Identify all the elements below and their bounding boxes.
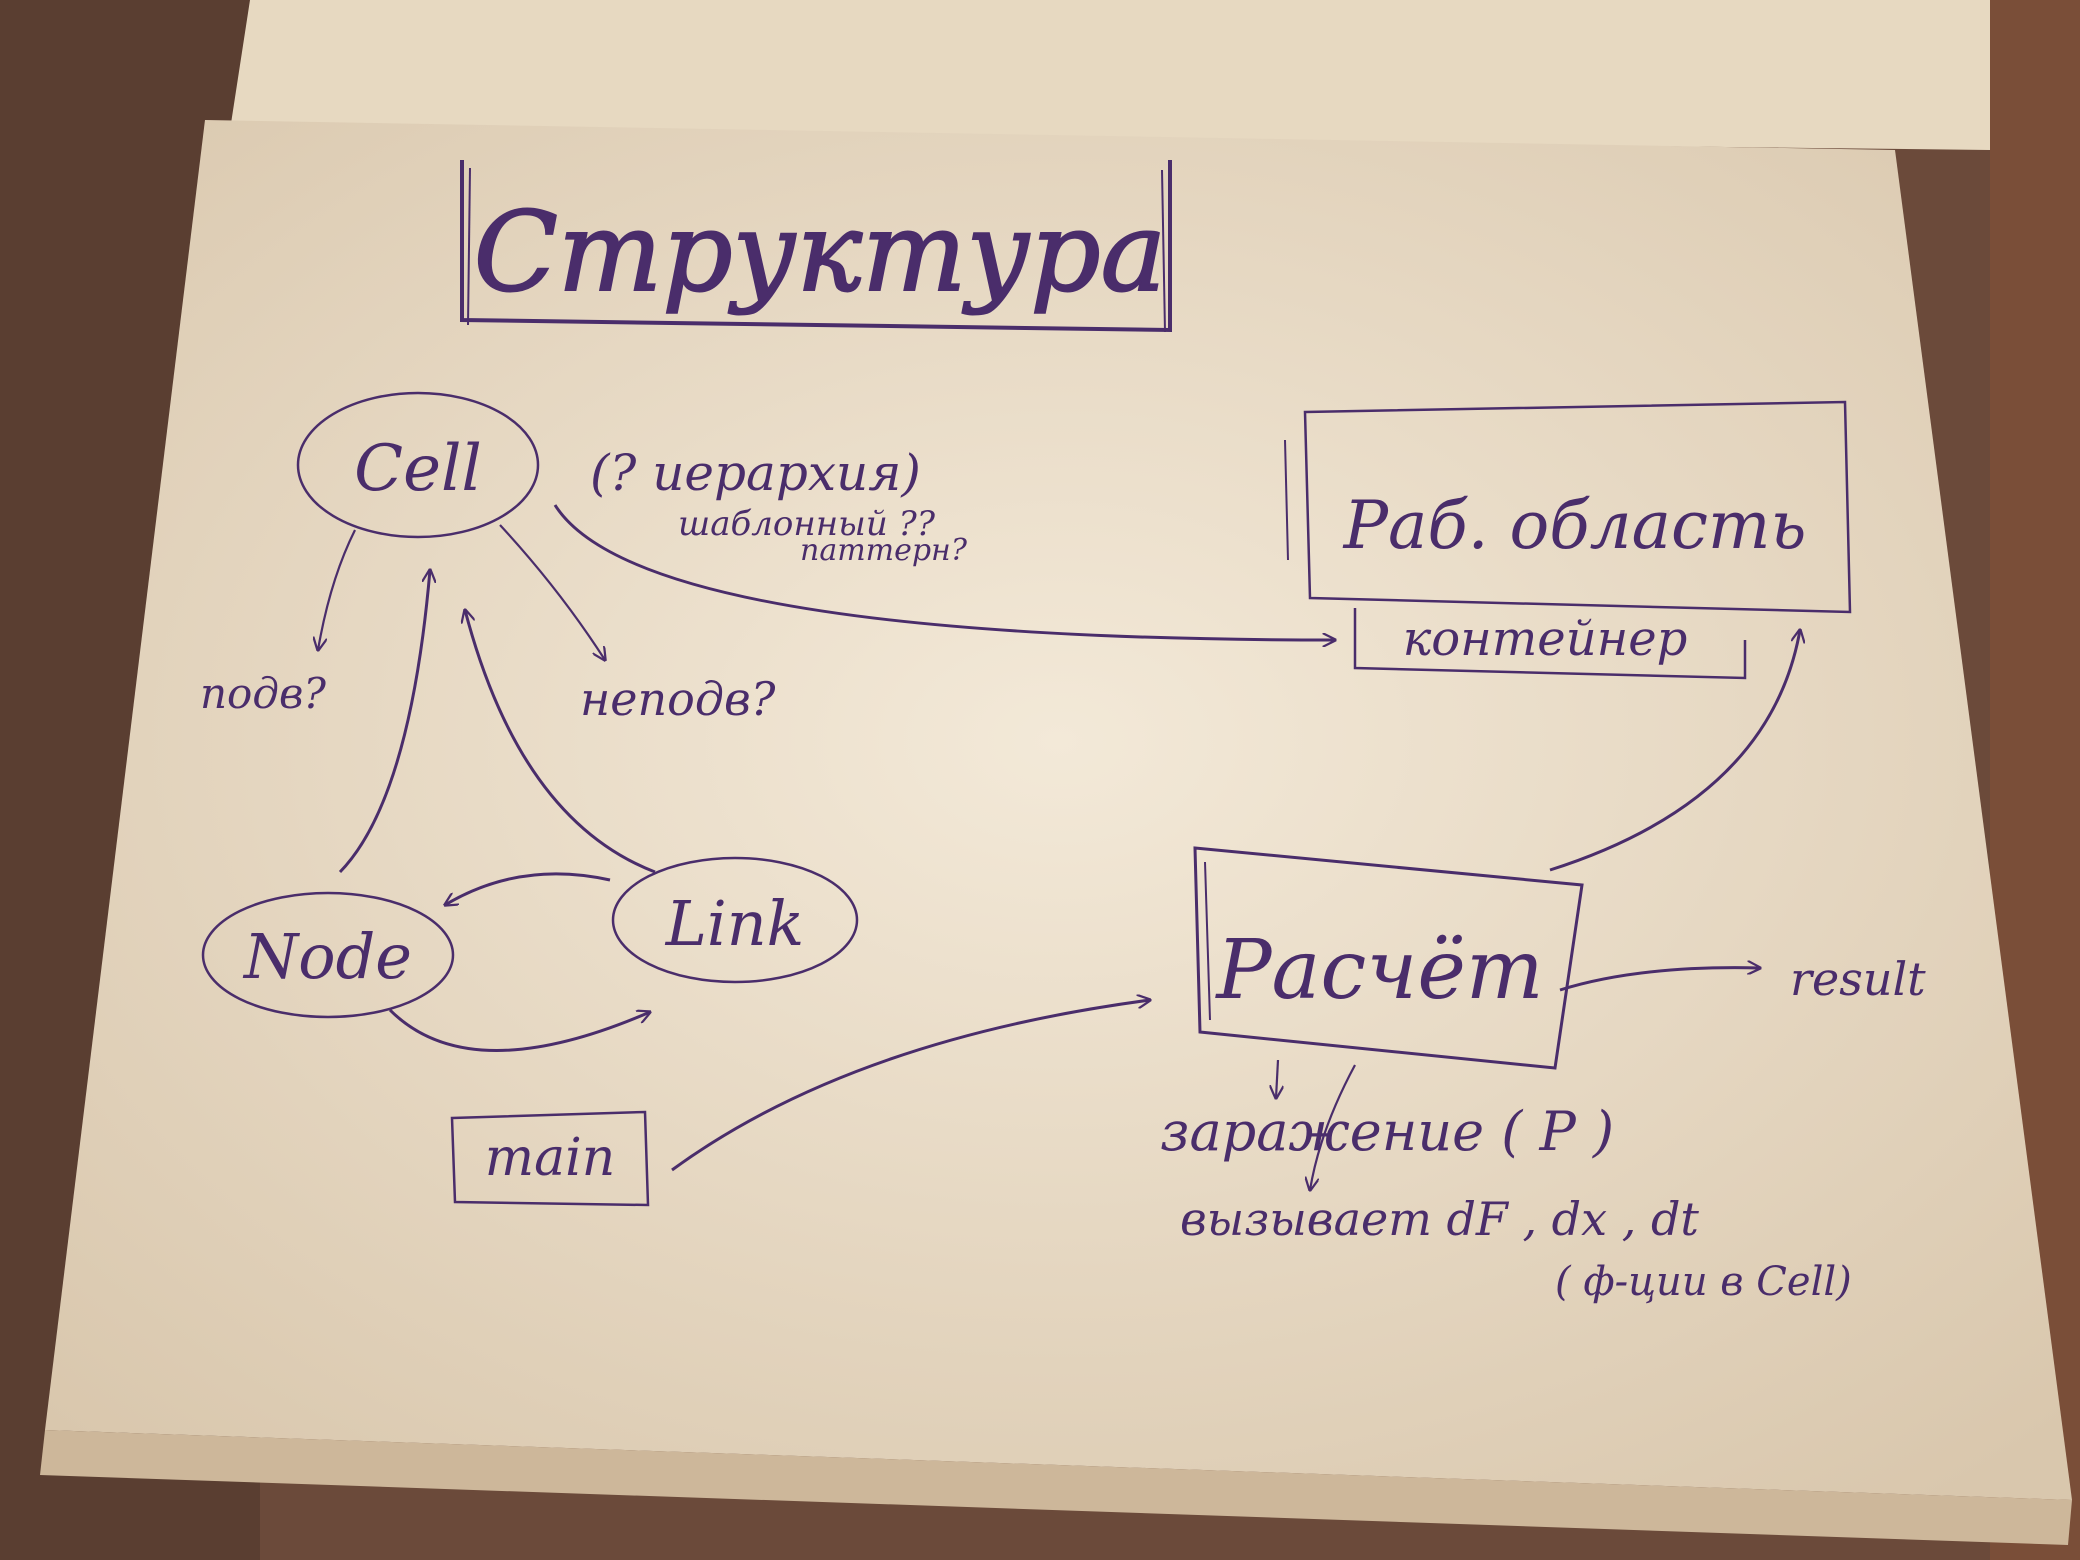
movable-label: подв? (200, 669, 326, 718)
link-node: Link (611, 856, 859, 984)
title-box: Структура (460, 160, 1172, 333)
hierarchy-note: (? иерархия) (590, 444, 921, 502)
infection-label: заражение ( P ) (1160, 1100, 1614, 1163)
container-box: контейнер (1353, 608, 1747, 680)
arrow-cell-to-immovable (499, 524, 605, 660)
result-label: result (1790, 952, 1926, 1006)
work-area-box: Раб. область (1284, 400, 1852, 614)
link-label: Link (665, 887, 805, 960)
arrow-calc-to-result (1559, 968, 1760, 992)
node-label: Node (242, 920, 412, 993)
calc-label: Расчёт (1214, 923, 1543, 1018)
main-box: main (450, 1110, 650, 1207)
main-label: main (485, 1128, 615, 1188)
paper-bottom-edge (40, 1430, 2072, 1545)
arrow-link-to-node (445, 872, 611, 905)
arrow-cell-to-movable (318, 529, 356, 650)
arrow-calc-to-work-area (1549, 630, 1800, 872)
cell-label: Cell (354, 432, 482, 506)
work-area-label: Раб. область (1343, 487, 1807, 564)
arrow-calc-to-calls (1310, 1064, 1356, 1190)
arrow-cell-to-container (553, 504, 1335, 640)
pattern-note-1: шаблонный ?? (678, 504, 936, 544)
arrow-link-to-cell (465, 610, 656, 874)
container-label: контейнер (1403, 611, 1688, 667)
arrow-main-to-calc (671, 1000, 1150, 1172)
calc-box: Расчёт (1193, 846, 1584, 1070)
funcs-label: ( ф-ции в Cell) (1555, 1259, 1852, 1305)
node-node: Node (201, 891, 455, 1019)
arrow-node-to-cell (338, 570, 430, 874)
calls-label: вызывает dF , dx , dt (1180, 1192, 1699, 1246)
cell-node: Cell (296, 391, 540, 539)
paper-back-sheet (230, 0, 1990, 150)
pattern-note-2: паттерн? (800, 533, 968, 568)
title-text: Структура (474, 188, 1167, 316)
immovable-label: неподв? (580, 672, 776, 726)
arrow-node-to-link (388, 1008, 650, 1052)
paper-sheet (45, 120, 2072, 1500)
arrow-calc-to-infection (1276, 1059, 1278, 1098)
